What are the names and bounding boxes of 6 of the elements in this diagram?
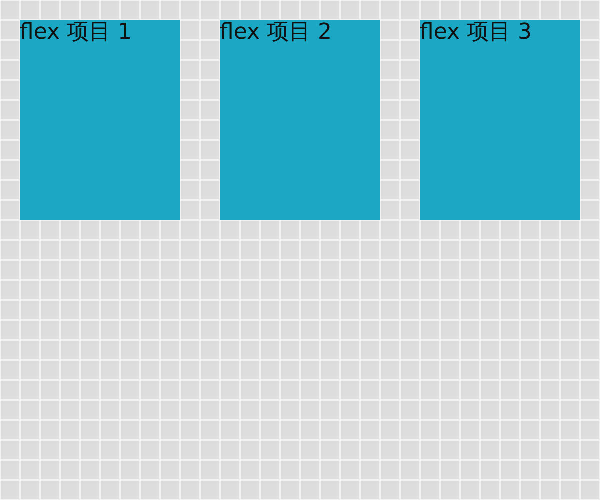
item-label: flex 项目 2 [220, 20, 332, 46]
flex-item-box [20, 20, 180, 220]
flex-item-box [420, 20, 580, 220]
item-label: flex 项目 1 [20, 20, 132, 46]
flex-item-box [220, 20, 380, 220]
item-label: flex 项目 3 [420, 20, 532, 46]
